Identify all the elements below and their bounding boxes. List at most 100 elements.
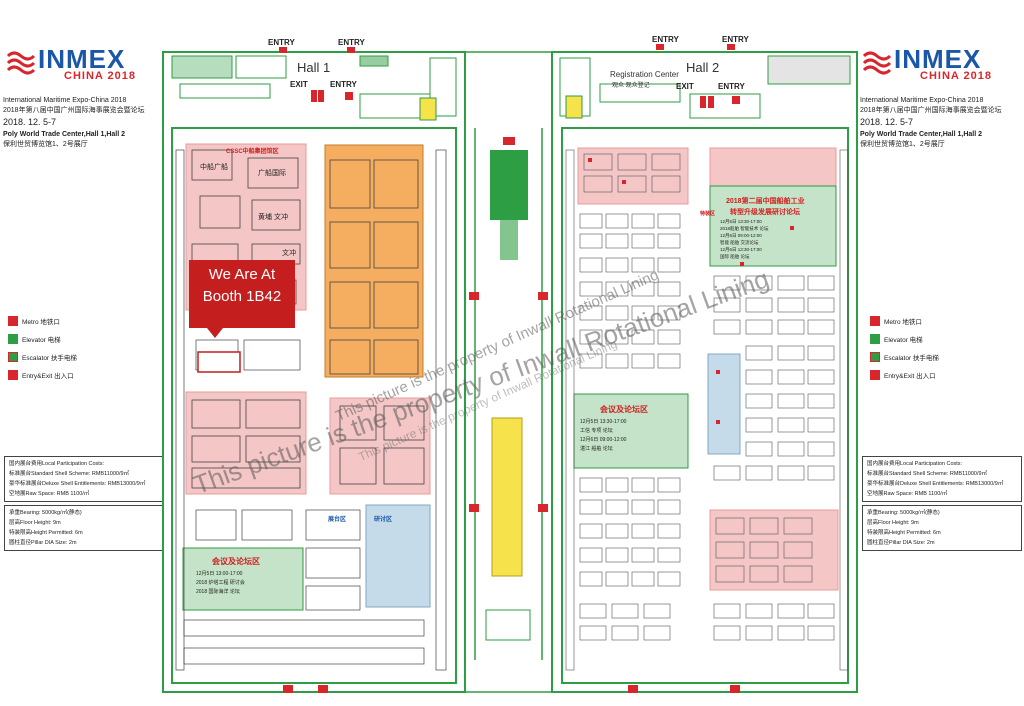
hall2-markers bbox=[588, 158, 794, 424]
hall1-walls bbox=[162, 51, 466, 693]
legend-label: Metro 地铁口 bbox=[22, 319, 60, 326]
registration-center: Registration Center bbox=[610, 70, 679, 79]
hall1-forum-zone bbox=[182, 547, 304, 611]
hall1-top-strip bbox=[171, 55, 457, 121]
legend-label: Escalator 扶手电梯 bbox=[884, 355, 939, 362]
logo-wave-icon bbox=[6, 51, 36, 75]
forum-line: 湛江 船舶 论坛 bbox=[580, 446, 613, 452]
entry-exit-markers bbox=[279, 44, 740, 693]
fee-line: 空地展Raw Space: RMB 1100/㎡ bbox=[867, 491, 948, 497]
escalator-icon bbox=[8, 352, 18, 362]
hall2-forum-title: 会议及论坛区 bbox=[600, 405, 648, 414]
hall2-exit-label: EXIT bbox=[676, 82, 694, 91]
legend-label: Elevator 电梯 bbox=[22, 337, 61, 344]
zone-label: 广船国际 bbox=[258, 170, 286, 177]
hall1-blue-zone bbox=[365, 504, 431, 608]
hall1-forum-details: 12月5日 13:00-17:00 2018 炉塔工程 研讨会 2018 国际海… bbox=[196, 570, 245, 597]
event-title-en: International Maritime Expo-China 2018 bbox=[860, 97, 984, 104]
elevator-icon bbox=[870, 334, 880, 344]
legend-row: Elevator 电梯 bbox=[8, 330, 77, 348]
specs-box-left: 承重Bearing: 5000kg/㎡(静态) 层高Floor Height: … bbox=[4, 505, 164, 551]
event-date: 2018. 12. 5-7 bbox=[3, 117, 57, 127]
booth-1b42[interactable] bbox=[197, 351, 241, 373]
fee-line: 豪华标准展台Deluxe Shell Entitlements: RMB1300… bbox=[9, 481, 146, 487]
legend-row: Entry&Exit 出入口 bbox=[8, 366, 77, 384]
specs-box-right: 承重Bearing: 5000kg/㎡(静态) 层高Floor Height: … bbox=[862, 505, 1022, 551]
spec-line: 承重Bearing: 5000kg/㎡(静态) bbox=[867, 510, 940, 516]
metro-icon bbox=[8, 316, 18, 326]
legend-label: Metro 地铁口 bbox=[884, 319, 922, 326]
logo-sub: CHINA 2018 bbox=[64, 70, 136, 82]
booth-callout: We Are At Booth 1B42 bbox=[189, 260, 295, 338]
event-venue-cn: 保利世贸博览馆1、2号展厅 bbox=[3, 141, 88, 148]
logo-word: INMEX bbox=[894, 44, 982, 74]
legend-row: Elevator 电梯 bbox=[870, 330, 939, 348]
legend-row: Entry&Exit 出入口 bbox=[870, 366, 939, 384]
fee-line: 国内展台费用Local Participation Costs: bbox=[867, 461, 963, 467]
hall2-blue-zone bbox=[707, 353, 741, 455]
spec-line: 特装限高Height Permitted: 6m bbox=[867, 530, 941, 536]
spec-line: 层高Floor Height: 9m bbox=[9, 520, 61, 526]
event-venue-en: Poly World Trade Center,Hall 1,Hall 2 bbox=[860, 131, 983, 138]
fee-line: 标准展台Standard Shell Scheme: RMB11000/9㎡ bbox=[867, 471, 988, 477]
logo-sub: CHINA 2018 bbox=[920, 70, 992, 82]
callout-line2: Booth 1B42 bbox=[202, 288, 282, 305]
zone-label: 中船广船 bbox=[200, 164, 228, 171]
hall2-booths bbox=[565, 149, 849, 671]
registration-center-cn: 观众 观众登记 bbox=[612, 83, 650, 89]
forum-line: 12月6日 13:30-17:00 bbox=[720, 247, 762, 252]
entry-exit-icon bbox=[870, 370, 880, 380]
logo-right: INMEX CHINA 2018 bbox=[862, 46, 1002, 82]
hall1-title: Hall 1 bbox=[297, 60, 331, 75]
connector-corridor bbox=[465, 51, 552, 693]
hall1-entry-label-a: ENTRY bbox=[268, 38, 295, 47]
fee-line: 国内展台费用Local Participation Costs: bbox=[9, 461, 105, 467]
legend-label: Elevator 电梯 bbox=[884, 337, 923, 344]
hall1-seminar-label-2: 展台区 bbox=[328, 517, 347, 523]
hall2-entry-label-b: ENTRY bbox=[722, 35, 749, 44]
forum-line: 国际 船舶 论坛 bbox=[720, 254, 750, 259]
hall2-top-forum-title: 2018第二届中国船舶工业 bbox=[726, 198, 805, 205]
legend-row: Escalator 扶手电梯 bbox=[870, 348, 939, 366]
hall2-green-zone-top bbox=[709, 185, 837, 267]
logo-left: INMEX CHINA 2018 bbox=[6, 46, 146, 82]
hall2-forum-details: 12月5日 13:30-17:00 工信 专项 论坛 12月6日 09:00-1… bbox=[580, 418, 626, 454]
zone-label: 文冲 bbox=[282, 250, 296, 257]
spec-line: 圆柱直径Pillar DIA Size: 2m bbox=[9, 540, 77, 546]
forum-line: 2018船舶 智能技术 论坛 bbox=[720, 226, 769, 231]
fees-box-left: 国内展台费用Local Participation Costs: 标准展台Sta… bbox=[4, 456, 164, 502]
event-title-cn: 2018年第八届中国广州国际海事展览会暨论坛 bbox=[3, 107, 145, 114]
legend-left: Metro 地铁口 Elevator 电梯 Escalator 扶手电梯 Ent… bbox=[8, 312, 77, 384]
fees-box-right: 国内展台费用Local Participation Costs: 标准展台Sta… bbox=[862, 456, 1022, 502]
zone-label: 黄埔 文冲 bbox=[258, 214, 288, 221]
forum-line: 12月5日 13:30-17:00 bbox=[580, 419, 627, 425]
forum-line: 12月5日 13:30-17:00 bbox=[720, 219, 762, 224]
forum-line: 智能 船舶 交流论坛 bbox=[720, 240, 759, 245]
event-info-left: International Maritime Expo-China 2018 2… bbox=[3, 96, 145, 150]
hall1-orange-booths bbox=[329, 159, 419, 375]
logo-wave-icon bbox=[862, 51, 892, 75]
legend-label: Entry&Exit 出入口 bbox=[884, 373, 936, 380]
event-venue-cn: 保利世贸博览馆1、2号展厅 bbox=[860, 141, 945, 148]
hall2-top-forum-sub: 转型升级发展研讨论坛 bbox=[730, 209, 800, 216]
hall2-title: Hall 2 bbox=[686, 60, 720, 75]
forum-line: 12月5日 13:00-17:00 bbox=[196, 571, 243, 577]
event-title-en: International Maritime Expo-China 2018 bbox=[3, 97, 127, 104]
elevator-icon bbox=[8, 334, 18, 344]
forum-line: 12月6日 09:00-12:00 bbox=[580, 437, 627, 443]
hall2-top-forum-details: 12月5日 13:30-17:00 2018船舶 智能技术 论坛 12月6日 0… bbox=[720, 218, 769, 260]
fee-line: 豪华标准展台Deluxe Shell Entitlements: RMB1300… bbox=[867, 481, 1004, 487]
spec-line: 层高Floor Height: 9m bbox=[867, 520, 919, 526]
hall1-white-booths bbox=[175, 149, 447, 671]
hall1-pink-zone-right bbox=[329, 397, 431, 495]
spec-line: 承重Bearing: 5000kg/㎡(静态) bbox=[9, 510, 82, 516]
legend-row: Metro 地铁口 bbox=[8, 312, 77, 330]
hall2-pink-zone-bottom bbox=[709, 509, 839, 591]
legend-right: Metro 地铁口 Elevator 电梯 Escalator 扶手电梯 Ent… bbox=[870, 312, 939, 384]
connector-features bbox=[485, 150, 531, 641]
metro-icon bbox=[870, 316, 880, 326]
legend-row: Metro 地铁口 bbox=[870, 312, 939, 330]
event-venue-en: Poly World Trade Center,Hall 1,Hall 2 bbox=[3, 131, 126, 138]
event-title-cn: 2018年第八届中国广州国际海事展览会暨论坛 bbox=[860, 107, 1002, 114]
